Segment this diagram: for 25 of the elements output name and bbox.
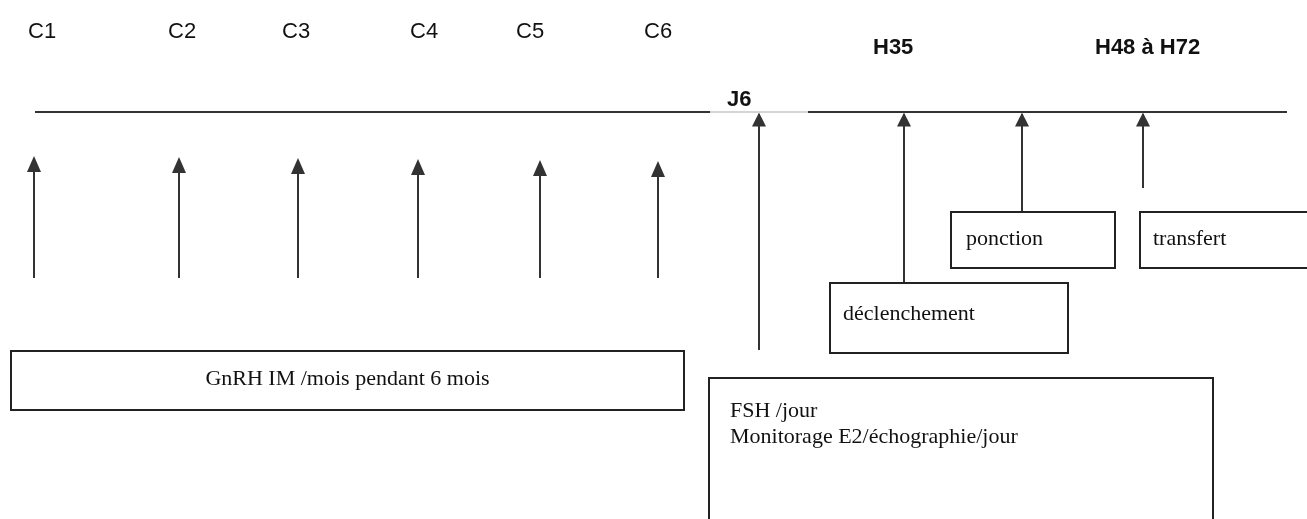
text-box	[10, 350, 685, 411]
arrow	[1015, 112, 1029, 212]
arrow	[1136, 112, 1150, 189]
timeline-label: C3	[282, 20, 311, 42]
timeline-label: C4	[410, 20, 439, 42]
box-text: déclenchement	[843, 300, 976, 326]
text-box	[708, 377, 1214, 519]
text-box	[950, 211, 1116, 269]
text-box	[1139, 211, 1307, 269]
box-text: GnRH IM /mois pendant 6 mois	[204, 365, 491, 391]
timeline-label: C6	[644, 20, 673, 42]
box-text: FSH /jour	[730, 397, 819, 423]
timeline-label: C5	[516, 20, 545, 42]
arrow	[897, 112, 911, 283]
box-text: Monitorage E2/échographie/jour	[730, 423, 1019, 449]
timeline-label: H35	[873, 36, 914, 58]
text-box	[829, 282, 1069, 354]
timeline-label: H48 à H72	[1095, 36, 1201, 58]
box-text: ponction	[966, 225, 1044, 251]
timeline-label: J6	[727, 88, 752, 110]
timeline-bar	[35, 110, 1287, 114]
arrow	[752, 112, 766, 351]
box-text: transfert	[1153, 225, 1228, 251]
timeline-label: C2	[168, 20, 197, 42]
timeline-label: C1	[28, 20, 57, 42]
